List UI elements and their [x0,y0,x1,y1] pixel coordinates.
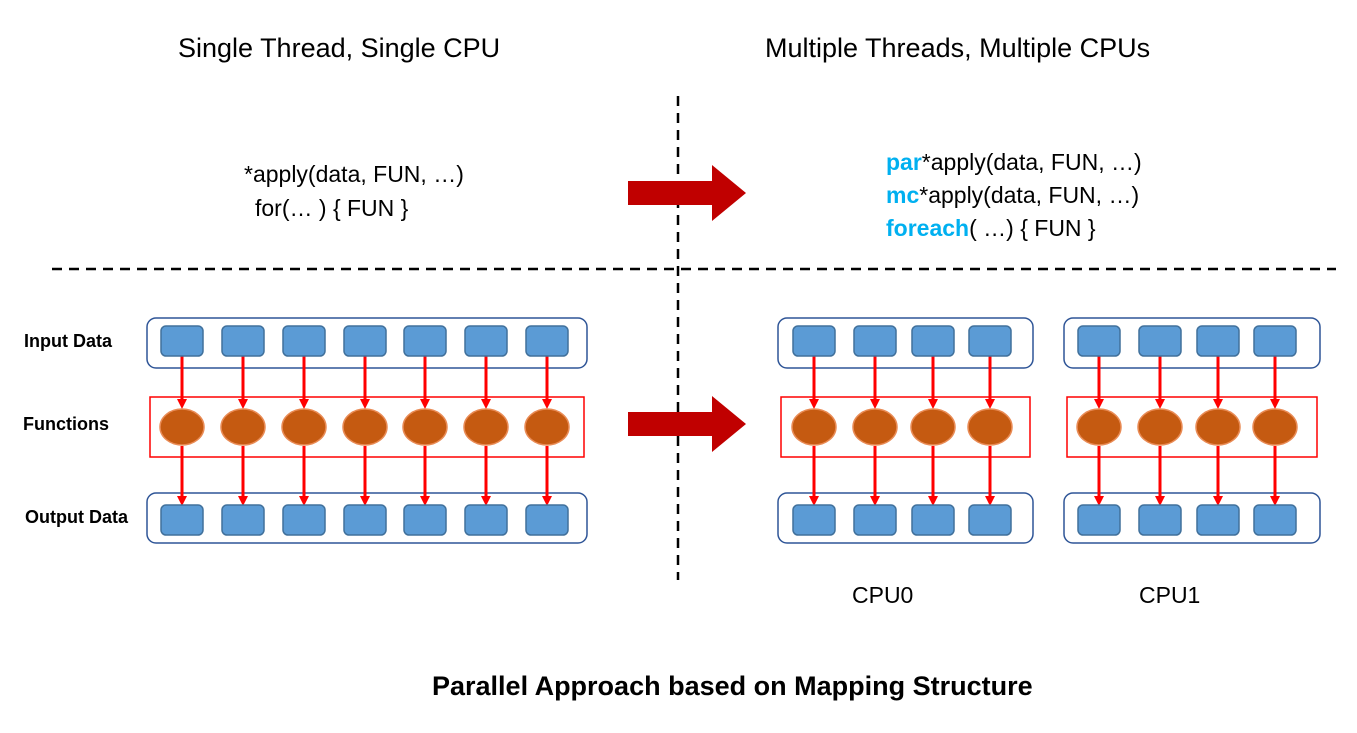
sequential-function-node [463,408,509,446]
sequential-output-block [160,504,204,536]
cpu1-function-node [1076,408,1122,446]
sequential-output-block [282,504,326,536]
cpu1-function-node [1137,408,1183,446]
cpu1-input-block [1138,325,1182,357]
parallel-code-mc: mc*apply(data, FUN, …) [886,179,1139,212]
sequential-input-block [343,325,387,357]
parallel-keyword-par: par [886,149,922,175]
row-label-input: Input Data [24,331,112,351]
parallel-code-par-rest: *apply(data, FUN, …) [921,149,1142,175]
multi-thread-header: Multiple Threads, Multiple CPUs [765,33,1151,63]
cpu0-input-block [853,325,897,357]
cpu1-function-node [1252,408,1298,446]
cpu0-label: CPU0 [852,582,914,608]
cpu1-function-node [1195,408,1241,446]
sequential-function-node [524,408,570,446]
cpu1-output-block [1077,504,1121,536]
sequential-function-node [159,408,205,446]
sequential-input-block [282,325,326,357]
sequential-function-node [220,408,266,446]
sequential-input-block [464,325,508,357]
parallel-keyword-mc: mc [886,182,920,208]
sequential-input-block [160,325,204,357]
sequential-code-apply: *apply(data, FUN, …) [244,161,464,187]
cpu1-input-block [1077,325,1121,357]
cpu0-output-block [968,504,1012,536]
sequential-function-node [402,408,448,446]
parallel-keyword-foreach: foreach [886,215,970,241]
cpu1-output-block [1253,504,1297,536]
sequential-input-block [221,325,265,357]
cpu1-output-block [1196,504,1240,536]
cpu0-function-node [852,408,898,446]
transition-arrow-code [628,165,746,221]
cpu0-output-block [911,504,955,536]
diagram-caption: Parallel Approach based on Mapping Struc… [432,671,1033,701]
cpu0-function-node [967,408,1013,446]
sequential-input-block [525,325,569,357]
parallel-code-par: par*apply(data, FUN, …) [886,146,1142,179]
row-label-output: Output Data [25,507,128,527]
single-thread-header: Single Thread, Single CPU [178,33,501,63]
sequential-output-block [403,504,447,536]
sequential-function-node [281,408,327,446]
row-label-functions: Functions [23,414,109,434]
cpu0-function-node [791,408,837,446]
parallel-code-foreach-rest: ( …) { FUN } [969,215,1096,241]
cpu0-output-block [792,504,836,536]
sequential-input-block [403,325,447,357]
cpu1-input-block [1196,325,1240,357]
sequential-output-block [221,504,265,536]
cpu0-function-node [910,408,956,446]
cpu1-input-block [1253,325,1297,357]
parallel-code-foreach: foreach( …) { FUN } [886,212,1096,245]
cpu0-output-block [853,504,897,536]
sequential-output-block [525,504,569,536]
transition-arrow-diagram [628,396,746,452]
parallel-code-mc-rest: *apply(data, FUN, …) [919,182,1140,208]
cpu0-input-block [911,325,955,357]
sequential-output-block [343,504,387,536]
sequential-code-for: for(… ) { FUN } [255,195,409,221]
sequential-output-block [464,504,508,536]
sequential-function-node [342,408,388,446]
cpu0-input-block [968,325,1012,357]
cpu0-input-block [792,325,836,357]
cpu1-label: CPU1 [1139,582,1201,608]
cpu1-output-block [1138,504,1182,536]
